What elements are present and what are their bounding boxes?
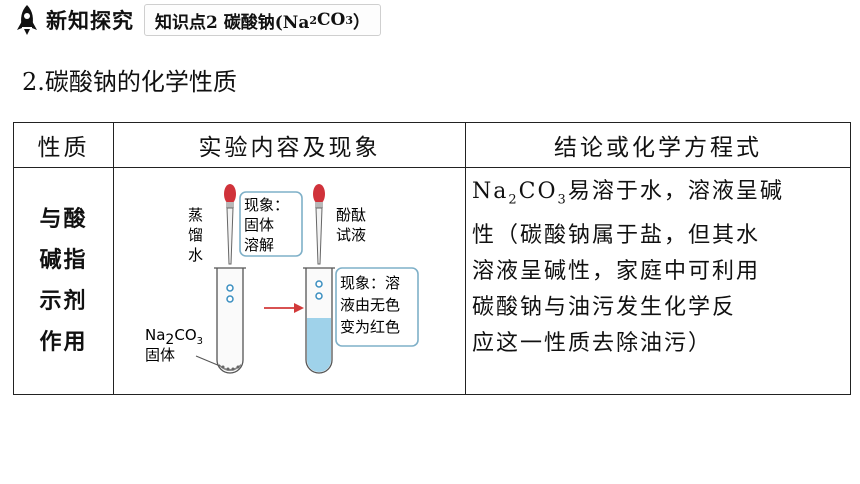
solid-label-2: 固体: [145, 346, 175, 364]
callout-box-2: [335, 267, 419, 347]
header-experiment: 实验内容及现象: [113, 122, 466, 168]
test-tube-left-icon: [214, 267, 246, 374]
callout2-line: 液由无色: [340, 296, 400, 314]
conclusion-line: 碳酸钠与油污发生化学反: [472, 295, 737, 321]
property-line: 碱指: [39, 248, 88, 273]
property-line: 作用: [39, 330, 88, 355]
callout1-line: 固体: [244, 216, 274, 234]
callout1-line: 现象：: [244, 196, 289, 214]
arrow-right-icon: [264, 303, 304, 313]
experiment-diagram: 蒸 馏 水 现象： 固体 溶解 Na2CO3 固体: [145, 184, 419, 374]
topic-sub: 2: [309, 13, 318, 27]
property-cell: 与酸 碱指 示剂 作用: [13, 167, 114, 395]
conclusion-line: 性（碳酸钠属于盐，但其水: [472, 223, 761, 249]
property-line: 示剂: [39, 289, 88, 314]
callout-box-1: [239, 191, 303, 257]
table-row: 与酸 碱指 示剂 作用: [13, 167, 851, 395]
topic-prefix: 知识点2 碳酸钠(Na: [155, 12, 310, 33]
label-indicator-2: 试液: [336, 226, 366, 244]
dropper-right-icon: [313, 184, 325, 265]
header-property: 性质: [13, 122, 114, 168]
rocket-icon: [17, 5, 37, 35]
label-water-1: 蒸: [188, 206, 203, 224]
label-indicator-1: 酚酞: [336, 206, 366, 224]
header-conclusion: 结论或化学方程式: [465, 122, 851, 168]
table-header-row: 性质 实验内容及现象 结论或化学方程式: [13, 122, 851, 168]
topic-suffix: ）: [353, 12, 371, 33]
label-water-3: 水: [188, 246, 203, 264]
header-title: 新知探究: [46, 9, 134, 33]
experiment-cell: 蒸 馏 水 现象： 固体 溶解 Na2CO3 固体: [113, 167, 466, 395]
conclusion-line: 应这一性质去除油污）: [472, 331, 713, 357]
label-water-2: 馏: [188, 226, 203, 244]
solid-label: Na2CO3: [145, 326, 203, 348]
section-title: 2.碳酸钠的化学性质: [22, 68, 237, 96]
conclusion-line: Na2CO3易溶于水，溶液呈碱: [472, 179, 784, 208]
test-tube-right-icon: [303, 267, 335, 374]
property-line: 与酸: [39, 207, 88, 232]
callout2-line: 变为红色: [340, 318, 400, 336]
callout2-line: 现象：溶: [340, 274, 400, 292]
conclusion-cell: Na2CO3易溶于水，溶液呈碱 性（碳酸钠属于盐，但其水 溶液呈碱性，家庭中可利…: [465, 167, 851, 395]
topic-mid: CO: [317, 10, 346, 30]
properties-table: 性质 实验内容及现象 结论或化学方程式 与酸 碱指 示剂 作用: [13, 122, 851, 395]
callout1-line: 溶解: [244, 236, 274, 254]
conclusion-line: 溶液呈碱性，家庭中可利用: [472, 259, 761, 285]
topic-sub2: 3: [345, 13, 354, 27]
dropper-left-icon: [224, 184, 236, 265]
